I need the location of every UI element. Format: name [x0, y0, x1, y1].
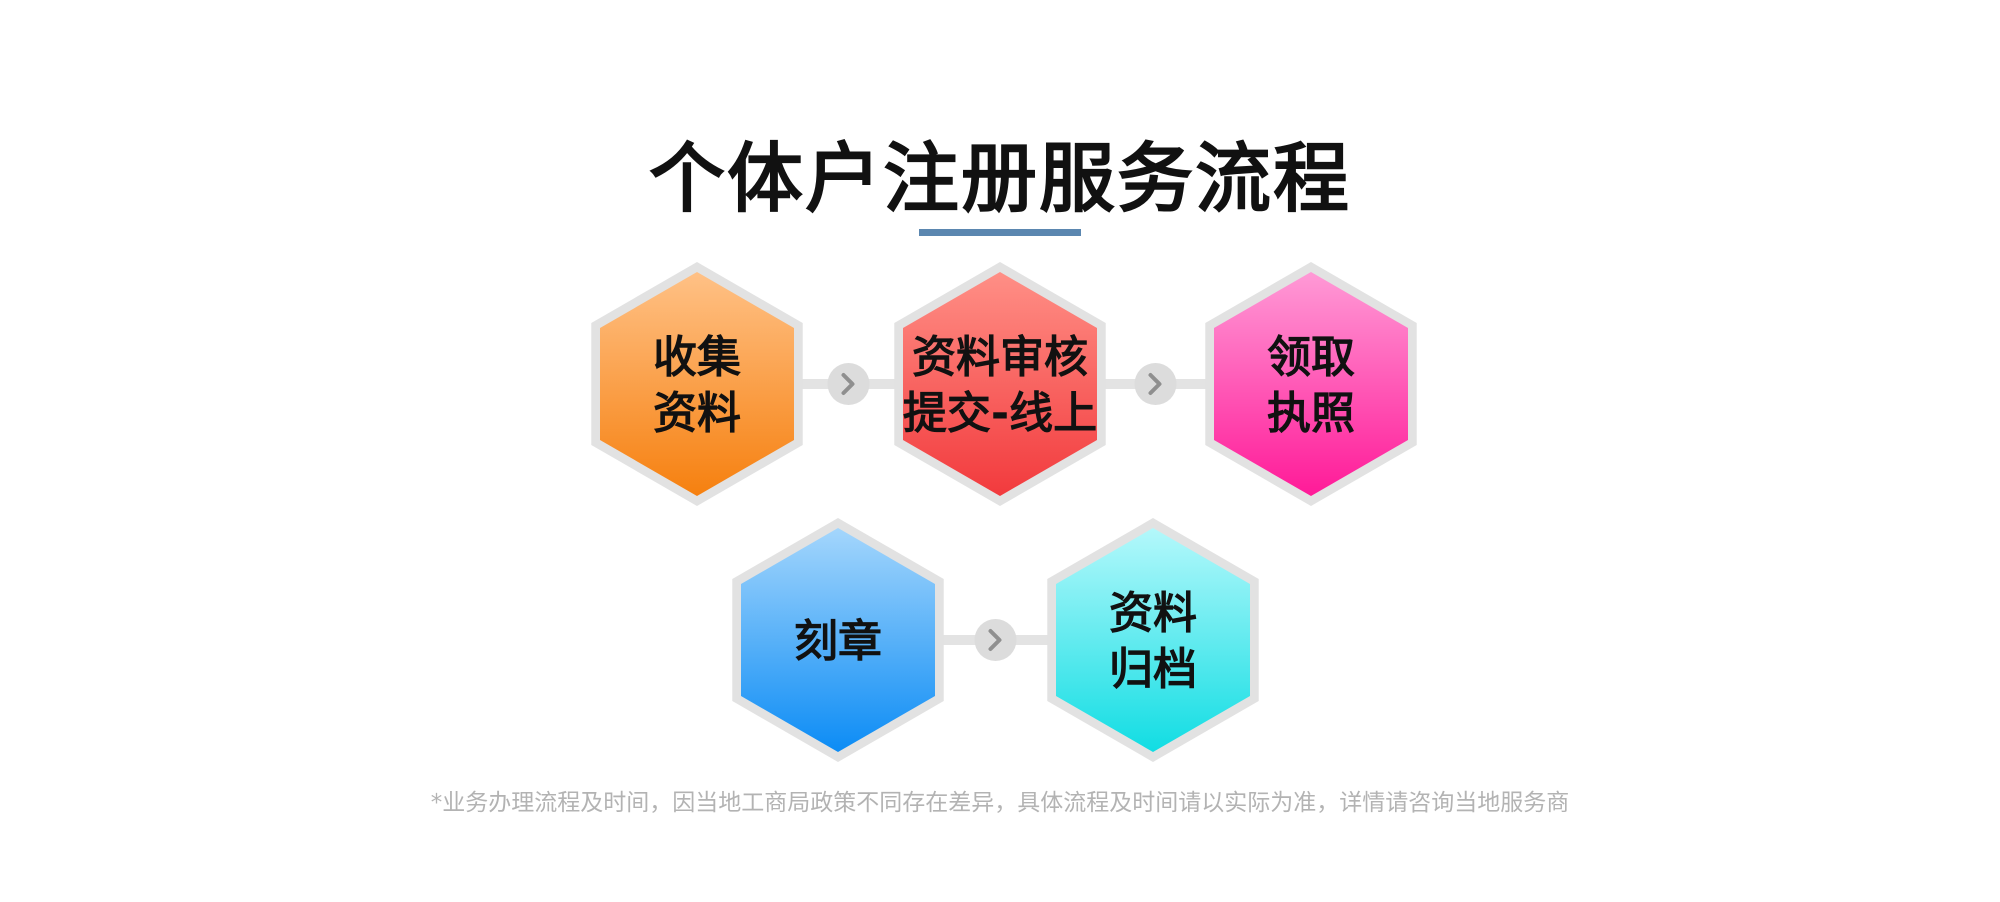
hexagon-fill: [1056, 528, 1250, 752]
step-label: 归档: [1109, 644, 1197, 695]
step-connectors: [798, 363, 1210, 661]
footnote: *业务办理流程及时间，因当地工商局政策不同存在差异，具体流程及时间请以实际为准，…: [431, 790, 1570, 816]
connector-review-license: [1101, 363, 1210, 405]
connector-collect-review: [798, 363, 899, 405]
step-label: 资料: [653, 388, 741, 439]
step-label: 资料审核: [912, 332, 1088, 383]
connector-dot: [1134, 363, 1177, 405]
connector-seal-archive: [939, 619, 1052, 661]
chevron-right-icon: [988, 629, 1002, 651]
step-label: 刻章: [794, 616, 882, 667]
title-underline: [919, 229, 1081, 236]
hexagon-fill: [600, 272, 794, 496]
hexagon-fill: [1214, 272, 1408, 496]
chevron-right-icon: [1148, 373, 1162, 395]
step-label: 收集: [653, 332, 741, 383]
connector-dot: [974, 619, 1017, 661]
step-seal: 刻章: [732, 518, 944, 762]
step-label: 资料: [1109, 588, 1197, 639]
step-label: 领取: [1267, 332, 1355, 383]
page-title: 个体户注册服务流程: [649, 134, 1351, 223]
hexagon-fill: [741, 528, 935, 752]
connector-dot: [827, 363, 870, 405]
chevron-right-icon: [841, 373, 855, 395]
step-label: 提交-线上: [903, 388, 1097, 439]
step-label: 执照: [1267, 388, 1355, 439]
hexagon-fill: [903, 272, 1097, 496]
